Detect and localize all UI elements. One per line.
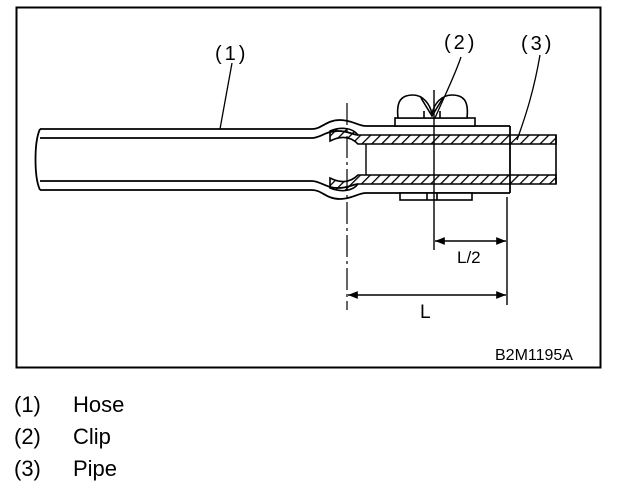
leader-line-hose [219, 62, 233, 130]
callout-hose: (1) [215, 43, 248, 65]
legend-number: (3) [14, 456, 41, 481]
pipe [329, 127, 557, 192]
legend-label: Hose [73, 392, 125, 417]
legend-item-pipe: (3) Pipe [14, 453, 414, 485]
dimension-label-full: L [420, 302, 431, 323]
legend-number: (2) [14, 424, 41, 449]
leader-line-clip [434, 56, 462, 119]
legend-number: (1) [14, 392, 41, 417]
callout-pipe: (3) [521, 33, 554, 55]
legend-label: Clip [73, 424, 111, 449]
callout-clip: (2) [444, 32, 477, 54]
hose-clip-diagram: (1) (2) (3) L/2 L B2M1195A [15, 6, 602, 369]
legend: (1) Hose (2) Clip (3) Pipe [14, 389, 414, 485]
hose [34, 119, 511, 200]
legend-item-hose: (1) Hose [14, 389, 414, 421]
clip [394, 94, 476, 201]
legend-item-clip: (2) Clip [14, 421, 414, 453]
figure-code: B2M1195A [495, 347, 573, 364]
figure-frame [15, 6, 602, 369]
dimension-label-half: L/2 [457, 248, 481, 267]
legend-label: Pipe [73, 456, 118, 481]
leader-line-pipe [516, 54, 541, 141]
